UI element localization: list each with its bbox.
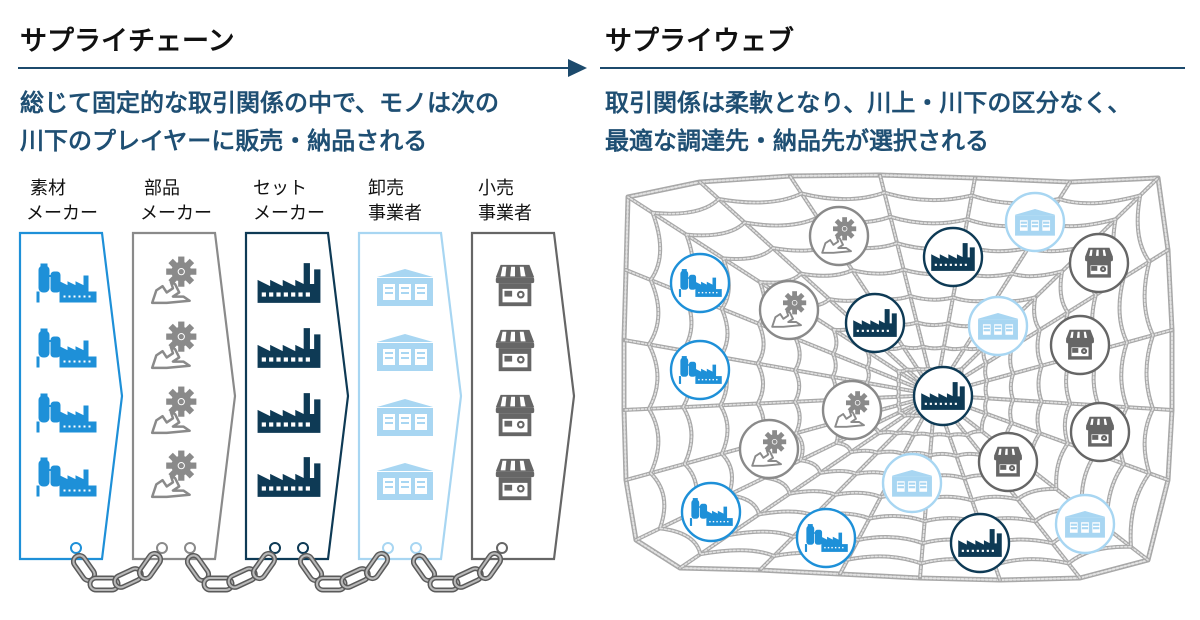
web-node-parts (758, 279, 820, 341)
supply-chain-subtitle-line2: 川下のプレイヤーに販売・納品される (20, 127, 428, 155)
web-node-wholesale (1004, 191, 1066, 253)
warehouse-icon (1065, 511, 1105, 538)
column-header-line2: メーカー (253, 203, 325, 224)
supply-web-subtitle: 取引関係は柔軟となり、川上・川下の区分なく、 最適な調達先・納品先が選択される (605, 84, 1131, 160)
web-node-material (669, 252, 731, 314)
column-header-line2: 事業者 (478, 203, 532, 224)
web-node-material (669, 339, 731, 401)
web-node-set (844, 292, 906, 354)
shop-icon (994, 446, 1022, 477)
web-node-set (922, 226, 984, 288)
left-divider-line (18, 67, 576, 69)
column-header-retail: 小売 事業者 (478, 176, 532, 226)
column-header-line1: 卸売 (368, 178, 404, 199)
column-box-material (18, 231, 124, 561)
web-node-parts (821, 379, 883, 441)
column-header-material: 素材 メーカー (26, 176, 98, 226)
column-header-wholesale: 卸売 事業者 (368, 176, 422, 226)
web-node-retail (1069, 401, 1131, 463)
shop-icon (1085, 247, 1113, 278)
web-node-parts (738, 418, 800, 480)
chain-links (71, 542, 508, 590)
web-node-wholesale (967, 295, 1029, 357)
arrow-right-icon (568, 59, 587, 77)
warehouse-icon (892, 470, 932, 497)
shop-icon (1066, 329, 1094, 360)
right-divider-line (600, 67, 1185, 69)
web-node-retail (1068, 232, 1130, 294)
web-node-wholesale (881, 452, 943, 514)
column-header-parts: 部品 メーカー (140, 176, 212, 226)
supply-chain-subtitle-line1: 総じて固定的な取引関係の中で、モノは次の (20, 89, 500, 117)
supply-web-subtitle-line1: 取引関係は柔軟となり、川上・川下の区分なく、 (605, 89, 1132, 117)
column-header-line2: メーカー (26, 203, 98, 224)
warehouse-icon (978, 313, 1018, 340)
web-node-wholesale (1054, 493, 1116, 555)
web-node-retail (977, 431, 1039, 493)
web-node-material (680, 481, 742, 543)
web-node-set (912, 365, 974, 427)
web-nodes (669, 191, 1131, 574)
supply-chain-subtitle: 総じて固定的な取引関係の中で、モノは次の 川下のプレイヤーに販売・納品される (20, 84, 499, 160)
column-header-line2: 事業者 (368, 203, 422, 224)
column-header-line2: メーカー (140, 203, 212, 224)
column-header-line1: 素材 (30, 178, 66, 199)
shop-icon (1086, 416, 1114, 447)
web-node-set (949, 512, 1011, 574)
web-node-parts (808, 205, 870, 267)
column-header-line1: セット (253, 178, 307, 199)
column-header-set: セット メーカー (253, 176, 325, 226)
column-header-line1: 小売 (478, 178, 514, 199)
warehouse-icon (1015, 209, 1055, 236)
column-header-line1: 部品 (144, 178, 180, 199)
web-node-retail (1049, 314, 1111, 376)
supply-web-subtitle-line2: 最適な調達先・納品先が選択される (605, 127, 989, 155)
web-node-material (795, 507, 857, 569)
supply-web-title: サプライウェブ (605, 26, 794, 57)
supply-chain-title: サプライチェーン (20, 26, 235, 57)
